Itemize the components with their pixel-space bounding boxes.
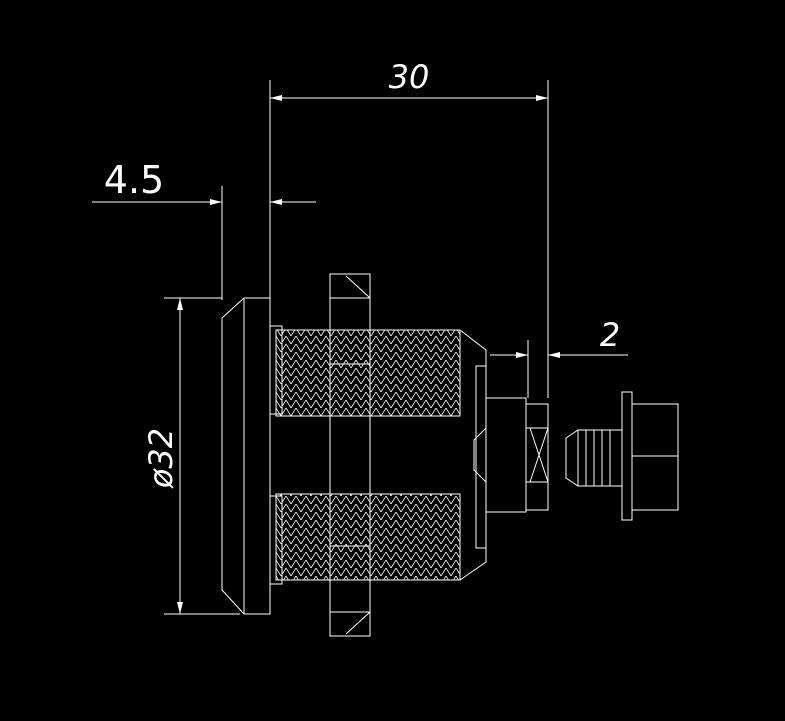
dim-diameter [164, 297, 240, 615]
dim-label-tail-gap: 2 [600, 316, 620, 354]
dim-label-overall-length: 30 [389, 58, 430, 96]
hex-nut [329, 273, 371, 637]
dim-tail-gap [490, 340, 628, 398]
dim-label-diameter: ø32 [142, 428, 180, 489]
lock-flange [221, 297, 271, 615]
dim-overall-length [269, 80, 549, 398]
dim-flange-thickness [92, 186, 316, 300]
tail-screw [565, 391, 679, 521]
threaded-barrel [269, 325, 487, 585]
dim-label-flange-thickness: 4.5 [104, 158, 164, 202]
cam-body [473, 365, 549, 549]
